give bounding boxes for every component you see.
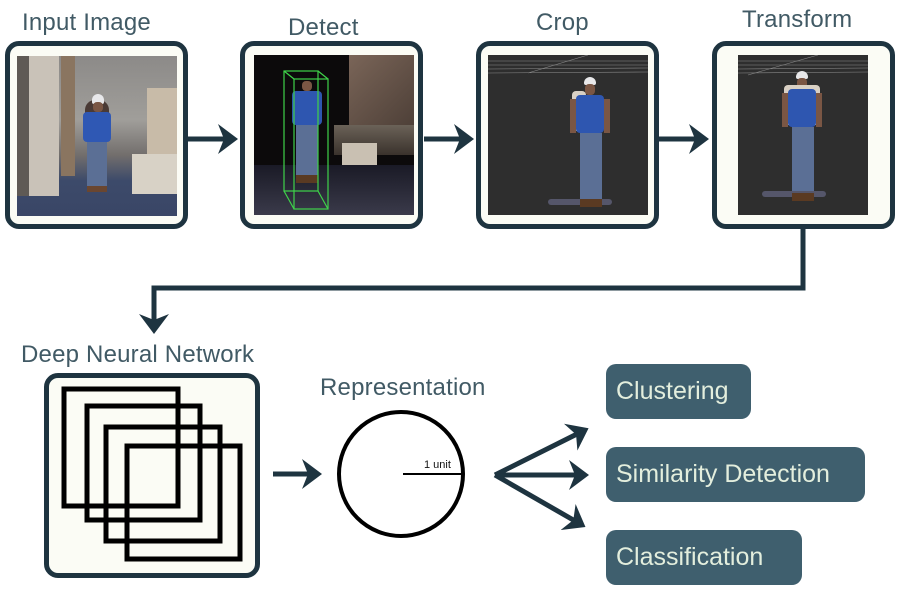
point-cloud-with-3d-bounding-box — [254, 55, 414, 215]
radius-label: 1 unit — [424, 459, 451, 471]
representation-label: Representation — [320, 374, 486, 401]
network-label: Deep Neural Network — [21, 341, 255, 368]
stage-label-transform: Transform — [742, 6, 853, 33]
cropped-person-point-cloud — [488, 55, 648, 215]
stage-label-detect: Detect — [288, 14, 359, 41]
grid-lines-icon — [738, 55, 868, 76]
stage-label-input: Input Image — [22, 9, 151, 36]
bounding-box-icon — [283, 70, 329, 210]
application-similarity-detection: Similarity Detection — [606, 447, 865, 502]
arrow-to-classification — [493, 472, 586, 531]
arrow-transform-to-network — [139, 228, 806, 334]
transformed-person-point-cloud — [738, 55, 868, 215]
application-clustering: Clustering — [606, 364, 751, 419]
arrow-to-clustering — [493, 423, 589, 478]
office-scene-person-photo — [17, 56, 177, 216]
application-classification: Classification — [606, 530, 802, 585]
grid-lines-icon — [488, 55, 648, 74]
stage-label-crop: Crop — [536, 9, 589, 36]
